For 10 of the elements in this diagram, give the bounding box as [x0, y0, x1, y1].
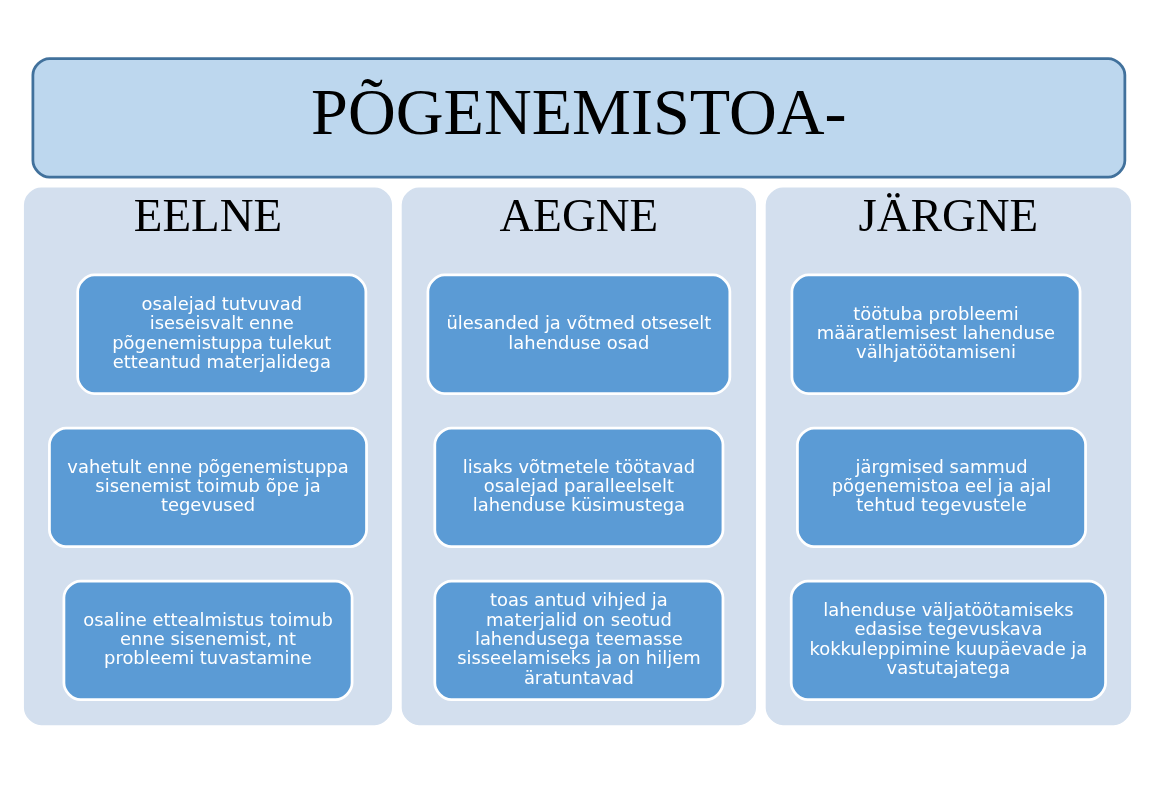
node-box: PÕGENEMISTOA-: [31, 57, 1127, 179]
node-box: osaline ettealmistus toimub enne sisenemist, nt probleemi tuvastamine: [62, 579, 354, 701]
node-box: lisaks võtmetele töötavad osalejad paralleelselt lahenduse küsimustega: [433, 426, 725, 548]
node-box: lahenduse väljatöötamiseks edasise tegevuskava kokkuleppimine kuupäevade ja vastutajatega: [789, 579, 1107, 701]
node-box: osalejad tutvuvad iseseisvalt enne põgenemistuppa tulekut etteantud materjalidega: [76, 273, 368, 395]
node-box: vahetult enne põgenemistuppa sisenemist toimub õpe ja tegevused: [48, 426, 368, 548]
node-box: toas antud vihjed ja materjalid on seotud lahendusega teemasse sisseelamiseks ja on hiljem äratuntavad: [433, 579, 725, 701]
node-box: töötuba probleemi määratlemisest lahenduse välhjatöötamiseni: [790, 273, 1082, 395]
node-box: ülesanded ja võtmed otseselt lahenduse osad: [426, 273, 732, 395]
node-box: järgmised sammud põgenemistoa eel ja ajal tehtud tegevustele: [796, 426, 1087, 548]
